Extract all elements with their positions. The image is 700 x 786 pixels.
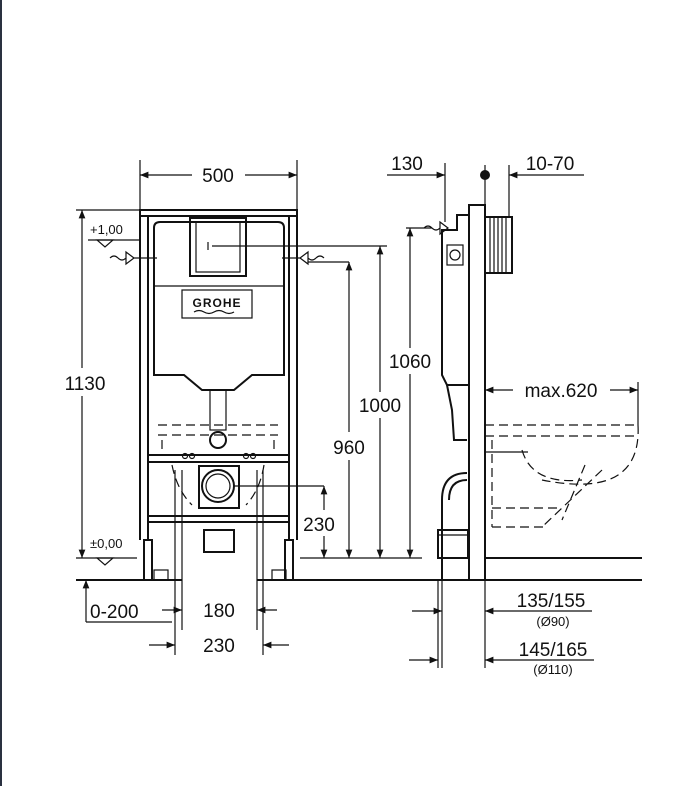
cistern: GROHE [153, 217, 302, 449]
level-marker-icon [95, 239, 115, 248]
dim-depth-130: 130 [391, 154, 423, 175]
dim-height-1060: 1060 [389, 352, 431, 373]
outlet [181, 452, 324, 553]
grohe-logo: GROHE [192, 296, 241, 310]
reference-point-icon [480, 170, 490, 180]
dim-height-1000: 1000 [359, 396, 401, 417]
dim-width: 500 [202, 166, 234, 187]
level-marker-icon [95, 557, 115, 566]
dim-spacing-230: 230 [203, 636, 235, 657]
dim-pipe-90-diameter: (Ø90) [536, 614, 569, 629]
water-inlet-right-icon [282, 250, 349, 266]
dim-pipe-110-diameter: (Ø110) [533, 662, 573, 677]
side-view: 130 10-70 1060 max.620 135/155 (Ø90) 145… [387, 154, 642, 677]
flush-plate-opening [189, 217, 247, 277]
dim-pipe-90: 135/155 [517, 591, 586, 612]
dim-outlet-height-230: 230 [303, 515, 335, 536]
dim-height-1130: 1130 [65, 374, 106, 395]
dim-max-projection: max.620 [525, 381, 598, 402]
cistern-side [441, 214, 470, 386]
front-view: GROHE 500 1130 [65, 160, 642, 657]
dim-spacing-180: 180 [203, 601, 235, 622]
frame-side [468, 204, 486, 581]
dim-offset-10-70: 10-70 [526, 154, 575, 175]
water-inlet-left-icon [109, 250, 157, 266]
level-top-label: +1,00 [90, 222, 123, 237]
dim-height-960: 960 [333, 438, 365, 459]
level-zero-label: ±0,00 [90, 536, 122, 551]
frame [139, 209, 298, 581]
dim-floor-adjust: 0-200 [90, 602, 139, 623]
dim-pipe-110: 145/165 [519, 640, 588, 661]
